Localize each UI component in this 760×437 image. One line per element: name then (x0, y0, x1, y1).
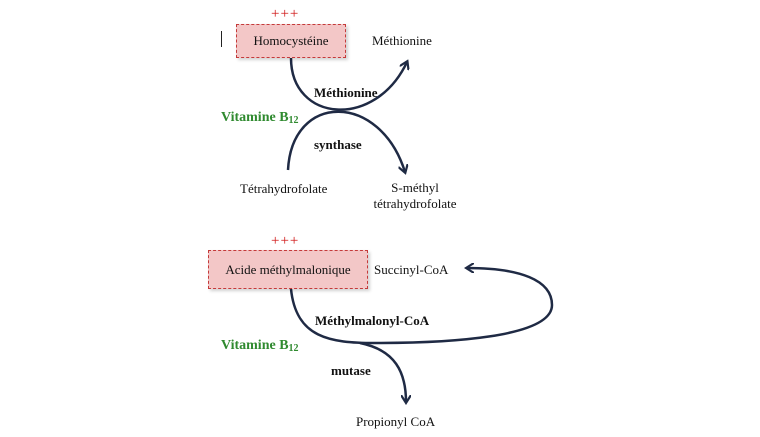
label-methionine-product: Méthionine (372, 33, 432, 48)
label-succinyl-coa: Succinyl-CoA (374, 262, 449, 277)
text-cursor (221, 31, 222, 47)
indicator-methylmalonic: +++ (271, 233, 300, 249)
arc-thf-to-methyl-thf (286, 110, 405, 172)
label-enzyme-mutase: mutase (331, 363, 371, 378)
arc-mutase-to-propionyl (359, 341, 406, 402)
label-methylmalonic-acid: Acide méthylmalonique (225, 261, 351, 277)
box-homocysteine: Homocystéine (236, 24, 346, 58)
label-tetrahydrofolate: Tétrahydrofolate (240, 181, 328, 196)
arc-homocysteine-to-methionine (289, 57, 407, 111)
arc-methylmalonic-to-succinyl (289, 268, 554, 345)
indicator-homocysteine: +++ (271, 6, 300, 22)
label-s-methyl-thf: S-méthyl tétrahydrofolate (373, 180, 457, 211)
label-propionyl-coa: Propionyl CoA (356, 414, 436, 429)
label-enzyme-methionine: Méthionine (314, 85, 378, 100)
label-cofactor-b12-1: Vitamine B12 (221, 110, 299, 126)
label-cofactor-b12-2: Vitamine B12 (221, 338, 299, 354)
label-enzyme-synthase: synthase (314, 137, 362, 152)
label-enzyme-methylmalonyl-coa: Méthylmalonyl-CoA (315, 313, 430, 328)
box-methylmalonic-acid: Acide méthylmalonique (208, 250, 368, 289)
label-homocysteine: Homocystéine (253, 33, 329, 48)
